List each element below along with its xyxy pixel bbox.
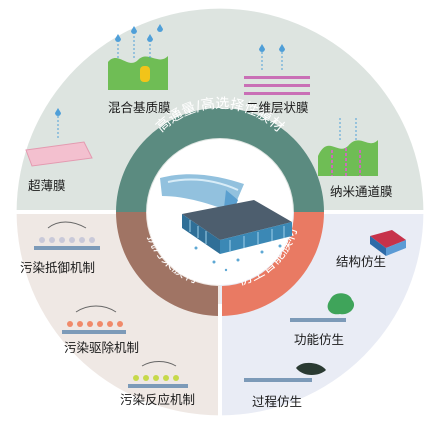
- ring-segment-left: [116, 212, 218, 316]
- label-pollutant-react: 污染反应机制: [120, 392, 195, 407]
- bio-function-icon: [290, 293, 355, 322]
- pollutant-release-icon: [62, 305, 126, 334]
- label-2d-layered: 二维层状膜: [246, 100, 309, 115]
- ring-segment-right: [222, 212, 324, 316]
- nanochannel-membrane-icon: [318, 118, 378, 176]
- membrane-with-droplets-icon: [108, 24, 168, 90]
- label-ultrathin: 超薄膜: [28, 178, 66, 193]
- label-nanochannel: 纳米通道膜: [330, 184, 393, 199]
- pollutant-repel-icon: [34, 221, 100, 250]
- ring-segment-top: [116, 108, 324, 212]
- pollutant-react-icon: [128, 361, 188, 388]
- thin-film-icon: [25, 108, 93, 167]
- label-pollutant-resist: 污染抵御机制: [20, 260, 95, 275]
- bio-structure-icon: [370, 230, 406, 256]
- layered-membrane-icon: [244, 44, 310, 95]
- label-bio-function: 功能仿生: [294, 332, 344, 347]
- label-pollutant-release: 污染驱除机制: [64, 340, 139, 355]
- membrane-water-flow-icon: [160, 174, 292, 272]
- label-bio-structure: 结构仿生: [336, 254, 386, 269]
- label-bio-process: 过程仿生: [252, 394, 302, 409]
- bio-process-icon: [244, 362, 326, 382]
- label-mixed-matrix: 混合基质膜: [108, 100, 171, 115]
